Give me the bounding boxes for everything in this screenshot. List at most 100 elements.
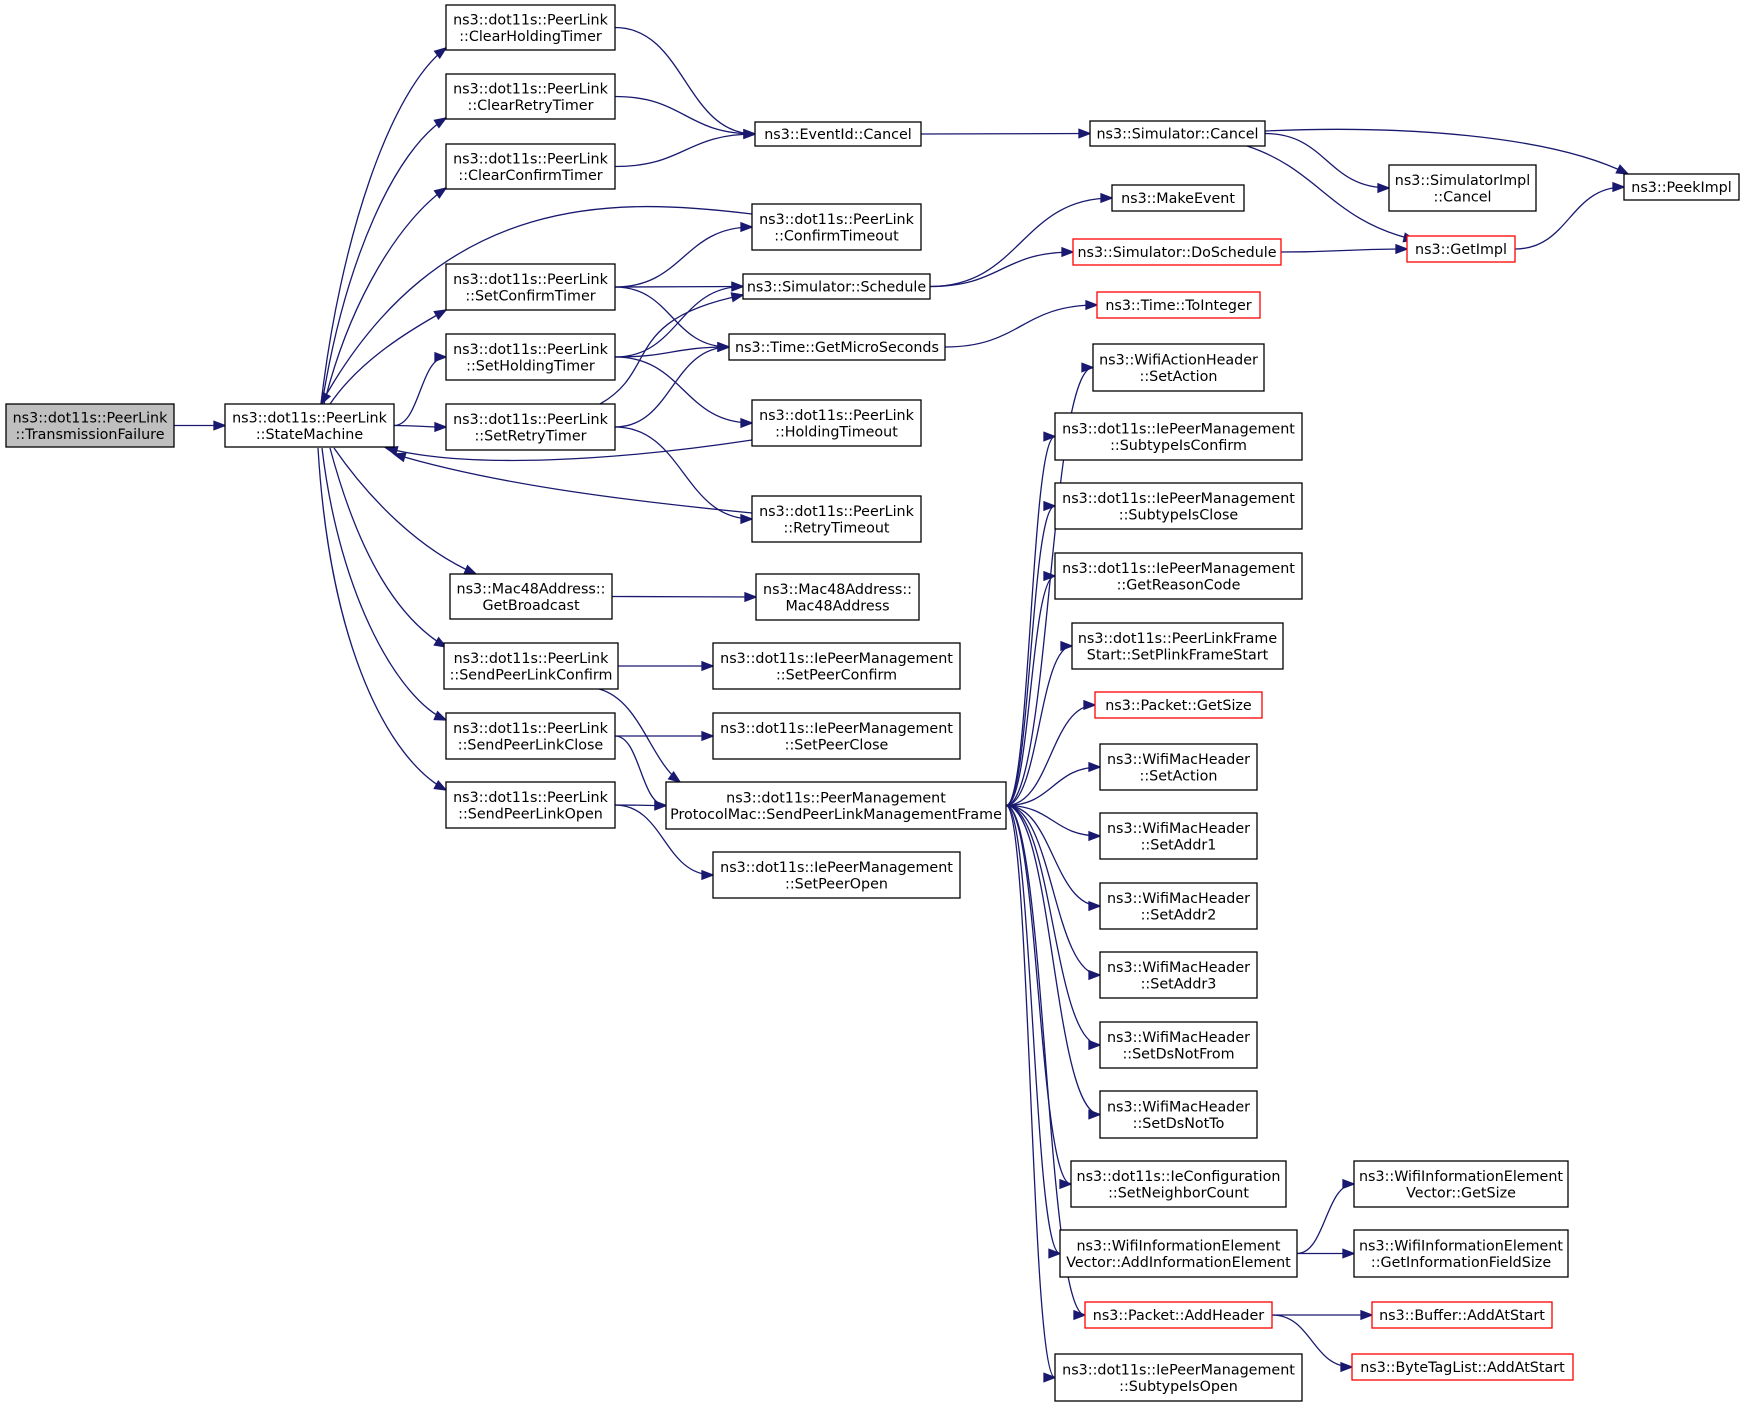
function-node-wahSetAction[interactable]: ns3::WifiActionHeader::SetAction <box>1092 343 1265 392</box>
node-label: ::SetConfirmTimer <box>465 288 595 304</box>
function-node-sendMgmt[interactable]: ns3::dot11s::PeerManagementProtocolMac::… <box>665 781 1007 830</box>
function-node-clrHold[interactable]: ns3::dot11s::PeerLink::ClearHoldingTimer <box>445 4 616 51</box>
call-edge <box>1005 804 1101 837</box>
function-node-setRetry[interactable]: ns3::dot11s::PeerLink::SetRetryTimer <box>445 403 616 451</box>
function-node-sm[interactable]: ns3::dot11s::PeerLink::StateMachine <box>224 403 395 448</box>
function-node-doSched[interactable]: ns3::Simulator::DoSchedule <box>1072 238 1282 266</box>
function-node-plinkStart[interactable]: ns3::dot11s::PeerLinkFrameStart::SetPlin… <box>1071 622 1284 670</box>
node-box <box>1623 173 1740 201</box>
node-label: ns3::dot11s::IePeerManagement <box>1062 421 1295 437</box>
function-node-holdTO[interactable]: ns3::dot11s::PeerLink::HoldingTimeout <box>751 399 922 447</box>
call-edge <box>1005 575 1056 807</box>
node-label: ::GetInformationFieldSize <box>1371 1255 1551 1271</box>
call-edge <box>317 447 447 791</box>
node-label: ::GetReasonCode <box>1117 577 1241 593</box>
function-node-macCtor[interactable]: ns3::Mac48Address::Mac48Address <box>755 573 920 621</box>
node-label: ns3::Simulator::DoSchedule <box>1077 245 1276 261</box>
function-node-ievFieldSize[interactable]: ns3::WifiInformationElement::GetInformat… <box>1353 1229 1569 1278</box>
function-node-clrConf[interactable]: ns3::dot11s::PeerLink::ClearConfirmTimer <box>445 143 616 190</box>
node-box <box>751 495 922 543</box>
node-label: ns3::WifiActionHeader <box>1099 352 1258 368</box>
function-node-pktSize[interactable]: ns3::Packet::GetSize <box>1094 691 1263 719</box>
node-label: ns3::dot11s::PeerLink <box>759 504 915 520</box>
node-box <box>1099 951 1258 999</box>
function-node-addIE[interactable]: ns3::WifiInformationElementVector::AddIn… <box>1059 1229 1298 1278</box>
function-node-simCancel[interactable]: ns3::Simulator::Cancel <box>1089 120 1266 147</box>
function-node-makeEvent[interactable]: ns3::MakeEvent <box>1111 184 1245 212</box>
node-box <box>1072 238 1282 266</box>
node-box <box>445 403 616 451</box>
node-label: Vector::GetSize <box>1406 1185 1516 1201</box>
function-node-setHold[interactable]: ns3::dot11s::PeerLink::SetHoldingTimer <box>445 333 616 381</box>
function-node-reason[interactable]: ns3::dot11s::IePeerManagement::GetReason… <box>1054 552 1303 600</box>
node-label: ns3::Mac48Address:: <box>763 582 912 598</box>
function-node-addr3[interactable]: ns3::WifiMacHeader::SetAddr3 <box>1099 951 1258 999</box>
node-label: ::ClearConfirmTimer <box>458 168 602 184</box>
function-node-subOpen[interactable]: ns3::dot11s::IePeerManagement::SubtypeIs… <box>1054 1353 1303 1402</box>
function-node-peekImpl[interactable]: ns3::PeekImpl <box>1623 173 1740 201</box>
arrowhead <box>1340 1361 1354 1373</box>
function-node-setPeerConf[interactable]: ns3::dot11s::IePeerManagement::SetPeerCo… <box>712 642 961 690</box>
call-edge <box>329 309 447 405</box>
function-node-toInt[interactable]: ns3::Time::ToInteger <box>1096 291 1261 319</box>
arrowhead <box>433 117 448 129</box>
node-label: ns3::dot11s::PeerLink <box>453 790 609 806</box>
function-node-retryTO[interactable]: ns3::dot11s::PeerLink::RetryTimeout <box>751 495 922 543</box>
call-edge <box>614 285 744 288</box>
node-label: ns3::dot11s::PeerLink <box>454 651 610 667</box>
function-node-confTO[interactable]: ns3::dot11s::PeerLink::ConfirmTimeout <box>751 203 922 251</box>
function-node-addHeader[interactable]: ns3::Packet::AddHeader <box>1084 1301 1273 1329</box>
call-edge <box>614 804 714 876</box>
call-edge <box>1264 132 1390 189</box>
function-node-subConfirm[interactable]: ns3::dot11s::IePeerManagement::SubtypeIs… <box>1054 412 1303 461</box>
node-label: ns3::WifiInformationElement <box>1359 1169 1563 1185</box>
call-edge <box>1246 145 1416 241</box>
node-label: ::ClearHoldingTimer <box>459 29 602 45</box>
function-node-simSched[interactable]: ns3::Simulator::Schedule <box>742 273 931 300</box>
arrowhead <box>1088 1039 1102 1051</box>
node-label: ns3::WifiInformationElement <box>1359 1238 1563 1254</box>
function-node-tagAdd[interactable]: ns3::ByteTagList::AddAtStart <box>1351 1353 1574 1381</box>
function-node-wmhAction[interactable]: ns3::WifiMacHeader::SetAction <box>1099 743 1258 791</box>
node-box <box>1351 1353 1574 1381</box>
node-label: ns3::dot11s::PeerLink <box>453 272 609 288</box>
call-edge <box>1271 1314 1353 1368</box>
function-node-dsNotFrom[interactable]: ns3::WifiMacHeader::SetDsNotFrom <box>1099 1021 1258 1069</box>
function-node-sendClose[interactable]: ns3::dot11s::PeerLink::SendPeerLinkClose <box>445 712 616 760</box>
call-edge <box>1264 128 1629 175</box>
function-node-root[interactable]: ns3::dot11s::PeerLink::TransmissionFailu… <box>5 403 175 448</box>
function-node-addr2[interactable]: ns3::WifiMacHeader::SetAddr2 <box>1099 882 1258 930</box>
function-node-setConf[interactable]: ns3::dot11s::PeerLink::SetConfirmTimer <box>445 263 616 311</box>
function-node-getMicro[interactable]: ns3::Time::GetMicroSeconds <box>728 333 946 361</box>
function-node-bufAdd[interactable]: ns3::Buffer::AddAtStart <box>1371 1301 1553 1329</box>
call-edge <box>614 286 730 348</box>
function-node-simImplCancel[interactable]: ns3::SimulatorImpl::Cancel <box>1388 164 1537 212</box>
node-label: ::SendPeerLinkConfirm <box>450 667 613 683</box>
node-label: ns3::Packet::AddHeader <box>1093 1308 1265 1324</box>
function-node-sendOpen[interactable]: ns3::dot11s::PeerLink::SendPeerLinkOpen <box>445 781 616 829</box>
function-node-setPeerOpen[interactable]: ns3::dot11s::IePeerManagement::SetPeerOp… <box>712 851 961 899</box>
arrowhead <box>1088 969 1102 981</box>
node-label: ns3::EventId::Cancel <box>764 127 912 143</box>
arrowhead <box>434 421 448 433</box>
node-label: ::SetDsNotFrom <box>1122 1046 1234 1062</box>
arrowhead <box>1078 128 1092 139</box>
node-label: ::TransmissionFailure <box>15 427 164 443</box>
node-box <box>751 399 922 447</box>
function-node-evCancel[interactable]: ns3::EventId::Cancel <box>754 121 922 147</box>
function-node-getImpl[interactable]: ns3::GetImpl <box>1406 235 1516 263</box>
function-node-getBcast[interactable]: ns3::Mac48Address::GetBroadcast <box>449 573 613 620</box>
function-node-dsNotTo[interactable]: ns3::WifiMacHeader::SetDsNotTo <box>1099 1090 1258 1139</box>
function-node-ievGetSize[interactable]: ns3::WifiInformationElementVector::GetSi… <box>1353 1160 1569 1208</box>
arrowhead <box>1612 181 1626 193</box>
function-node-neighbor[interactable]: ns3::dot11s::IeConfiguration::SetNeighbo… <box>1070 1160 1287 1208</box>
function-node-addr1[interactable]: ns3::WifiMacHeader::SetAddr1 <box>1099 812 1258 860</box>
function-node-sendConf[interactable]: ns3::dot11s::PeerLink::SendPeerLinkConfi… <box>443 642 619 690</box>
node-label: ns3::GetImpl <box>1415 242 1507 258</box>
arrowhead <box>1360 1309 1374 1321</box>
function-node-setPeerClose[interactable]: ns3::dot11s::IePeerManagement::SetPeerCl… <box>712 712 961 760</box>
node-label: ns3::PeekImpl <box>1631 180 1731 196</box>
node-label: ns3::Mac48Address:: <box>457 581 606 597</box>
function-node-subClose[interactable]: ns3::dot11s::IePeerManagement::SubtypeIs… <box>1054 482 1303 530</box>
function-node-clrRetry[interactable]: ns3::dot11s::PeerLink::ClearRetryTimer <box>445 73 616 120</box>
